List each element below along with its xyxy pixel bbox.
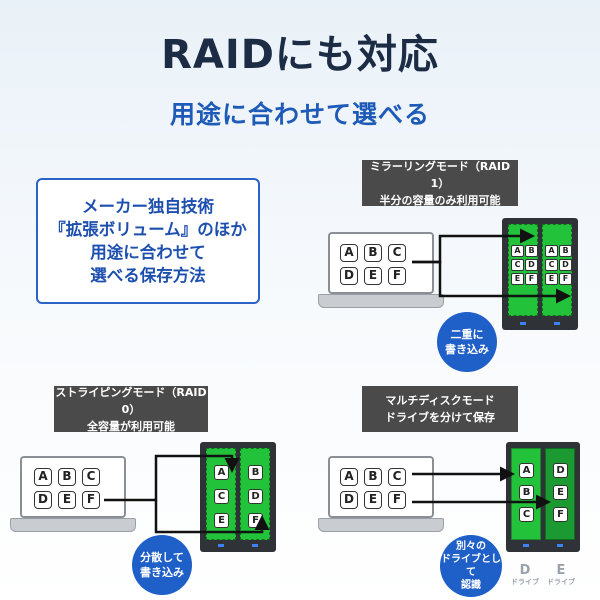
multidisk-key-c: C [388,468,406,486]
multidisk-badge: 別々の ドライブとして 認識 [440,535,502,597]
multidisk-key-e: E [364,491,382,509]
mirror-d1-key-e: E [511,273,524,285]
mirror-led-1 [520,322,526,325]
striping-key-d: D [34,491,52,509]
drive-d-sub: ドライブ [511,578,539,586]
mirror-drive-2: A B C D E F [542,224,572,316]
feature-line-3: 用途に合わせて [90,243,206,262]
mirror-d1-key-c: C [511,259,524,271]
drive-d-label: D ドライブ [506,564,544,587]
mirror-d1-key-f: F [525,273,538,285]
drive-d-letter: D [519,563,531,578]
mirror-arrow-1 [412,228,535,264]
striping-d2-key-d: D [248,489,263,504]
mirror-badge: 二重に 書き込み [437,312,497,372]
drive-e-letter: E [556,563,566,578]
multidisk-laptop-base [318,518,444,532]
mirror-d1-key-a: A [511,245,524,257]
multidisk-dd-key-c: C [519,507,534,522]
striping-arrow-1 [104,454,240,502]
mirror-key-e: E [364,267,382,285]
mirror-key-f: F [388,267,406,285]
multidisk-drive-d: A B C [511,448,541,540]
multidisk-de-key-e: E [553,485,568,500]
striping-badge-line1: 分散して [140,551,184,564]
multidisk-badge-line3: 認識 [461,580,481,591]
multidisk-key-f: F [388,491,406,509]
striping-caption-line1: ストライピングモード（RAID 0） [55,385,207,416]
mirror-d2-key-f: F [559,273,572,285]
feature-line-1: メーカー独自技術 [82,197,214,216]
multidisk-caption-line1: マルチディスクモード [385,394,495,407]
multidisk-badge-line1: 別々の [456,541,486,552]
multidisk-laptop-screen: A B C D E F [328,456,434,518]
multidisk-drive-e: D E F [545,448,575,540]
multidisk-key-d: D [340,491,358,509]
mirror-d2-key-a: A [545,245,558,257]
multidisk-caption-line2: ドライブを分けて保存 [385,411,495,424]
striping-key-a: A [34,468,52,486]
mirror-badge-line2: 書き込み [445,343,489,356]
striping-d1-key-c: C [214,489,229,504]
mirror-d2-key-b: B [559,245,572,257]
multidisk-caption: マルチディスクモード ドライブを分けて保存 [362,386,518,432]
striping-d1-key-e: E [214,513,229,528]
mirror-key-b: B [364,244,382,262]
mirror-led-2 [554,322,560,325]
multidisk-key-a: A [340,468,358,486]
striping-key-f: F [82,491,100,509]
striping-caption: ストライピングモード（RAID 0） 全容量が利用可能 [54,385,208,433]
mirror-key-a: A [340,244,358,262]
feature-line-4: 選べる保存方法 [90,266,206,285]
mirror-badge-line1: 二重に [450,328,484,341]
striping-badge-line2: 書き込み [140,566,184,579]
drive-e-label: E ドライブ [542,564,580,587]
multidisk-dd-key-a: A [519,463,534,478]
mirror-d1-key-d: D [525,259,538,271]
striping-d2-key-b: B [248,465,263,480]
striping-led-2 [252,544,258,547]
multidisk-key-b: B [364,468,382,486]
mirror-laptop-base [318,294,444,308]
mirror-arrow-2 [412,260,571,304]
striping-led-1 [218,544,224,547]
mirror-key-c: C [388,244,406,262]
striping-badge: 分散して 書き込み [132,535,192,595]
mirror-d2-key-d: D [559,259,572,271]
page-subtitle: 用途に合わせて選べる [169,100,430,129]
striping-laptop-base [10,518,136,532]
striping-laptop-screen: A B C D E F [20,456,126,518]
mirror-d2-key-c: C [545,259,558,271]
page-title: RAIDにも対応 [161,32,439,78]
multidisk-de-key-d: D [553,463,568,478]
striping-key-c: C [82,468,100,486]
drive-e-sub: ドライブ [547,578,575,586]
multidisk-led-2 [557,544,563,547]
multidisk-de-key-f: F [553,507,568,522]
mirror-key-d: D [340,267,358,285]
mirror-d2-key-e: E [545,273,558,285]
multidisk-badge-line2: ドライブとして [441,554,501,578]
mirror-caption-line2: 半分の容量のみ利用可能 [379,193,501,207]
multidisk-dd-key-b: B [519,485,534,500]
feature-box: メーカー独自技術 『拡張ボリューム』のほか 用途に合わせて 選べる保存方法 [36,178,260,304]
multidisk-led-1 [523,544,529,547]
striping-caption-line2: 全容量が利用可能 [87,419,175,433]
mirror-caption: ミラーリングモード（RAID 1） 半分の容量のみ利用可能 [362,159,518,207]
striping-key-b: B [58,468,76,486]
feature-line-2: 『拡張ボリューム』のほか [49,220,247,239]
mirror-d1-key-b: B [525,245,538,257]
mirror-caption-line1: ミラーリングモード（RAID 1） [369,159,511,190]
striping-key-e: E [58,491,76,509]
striping-arrow-2 [154,500,270,534]
